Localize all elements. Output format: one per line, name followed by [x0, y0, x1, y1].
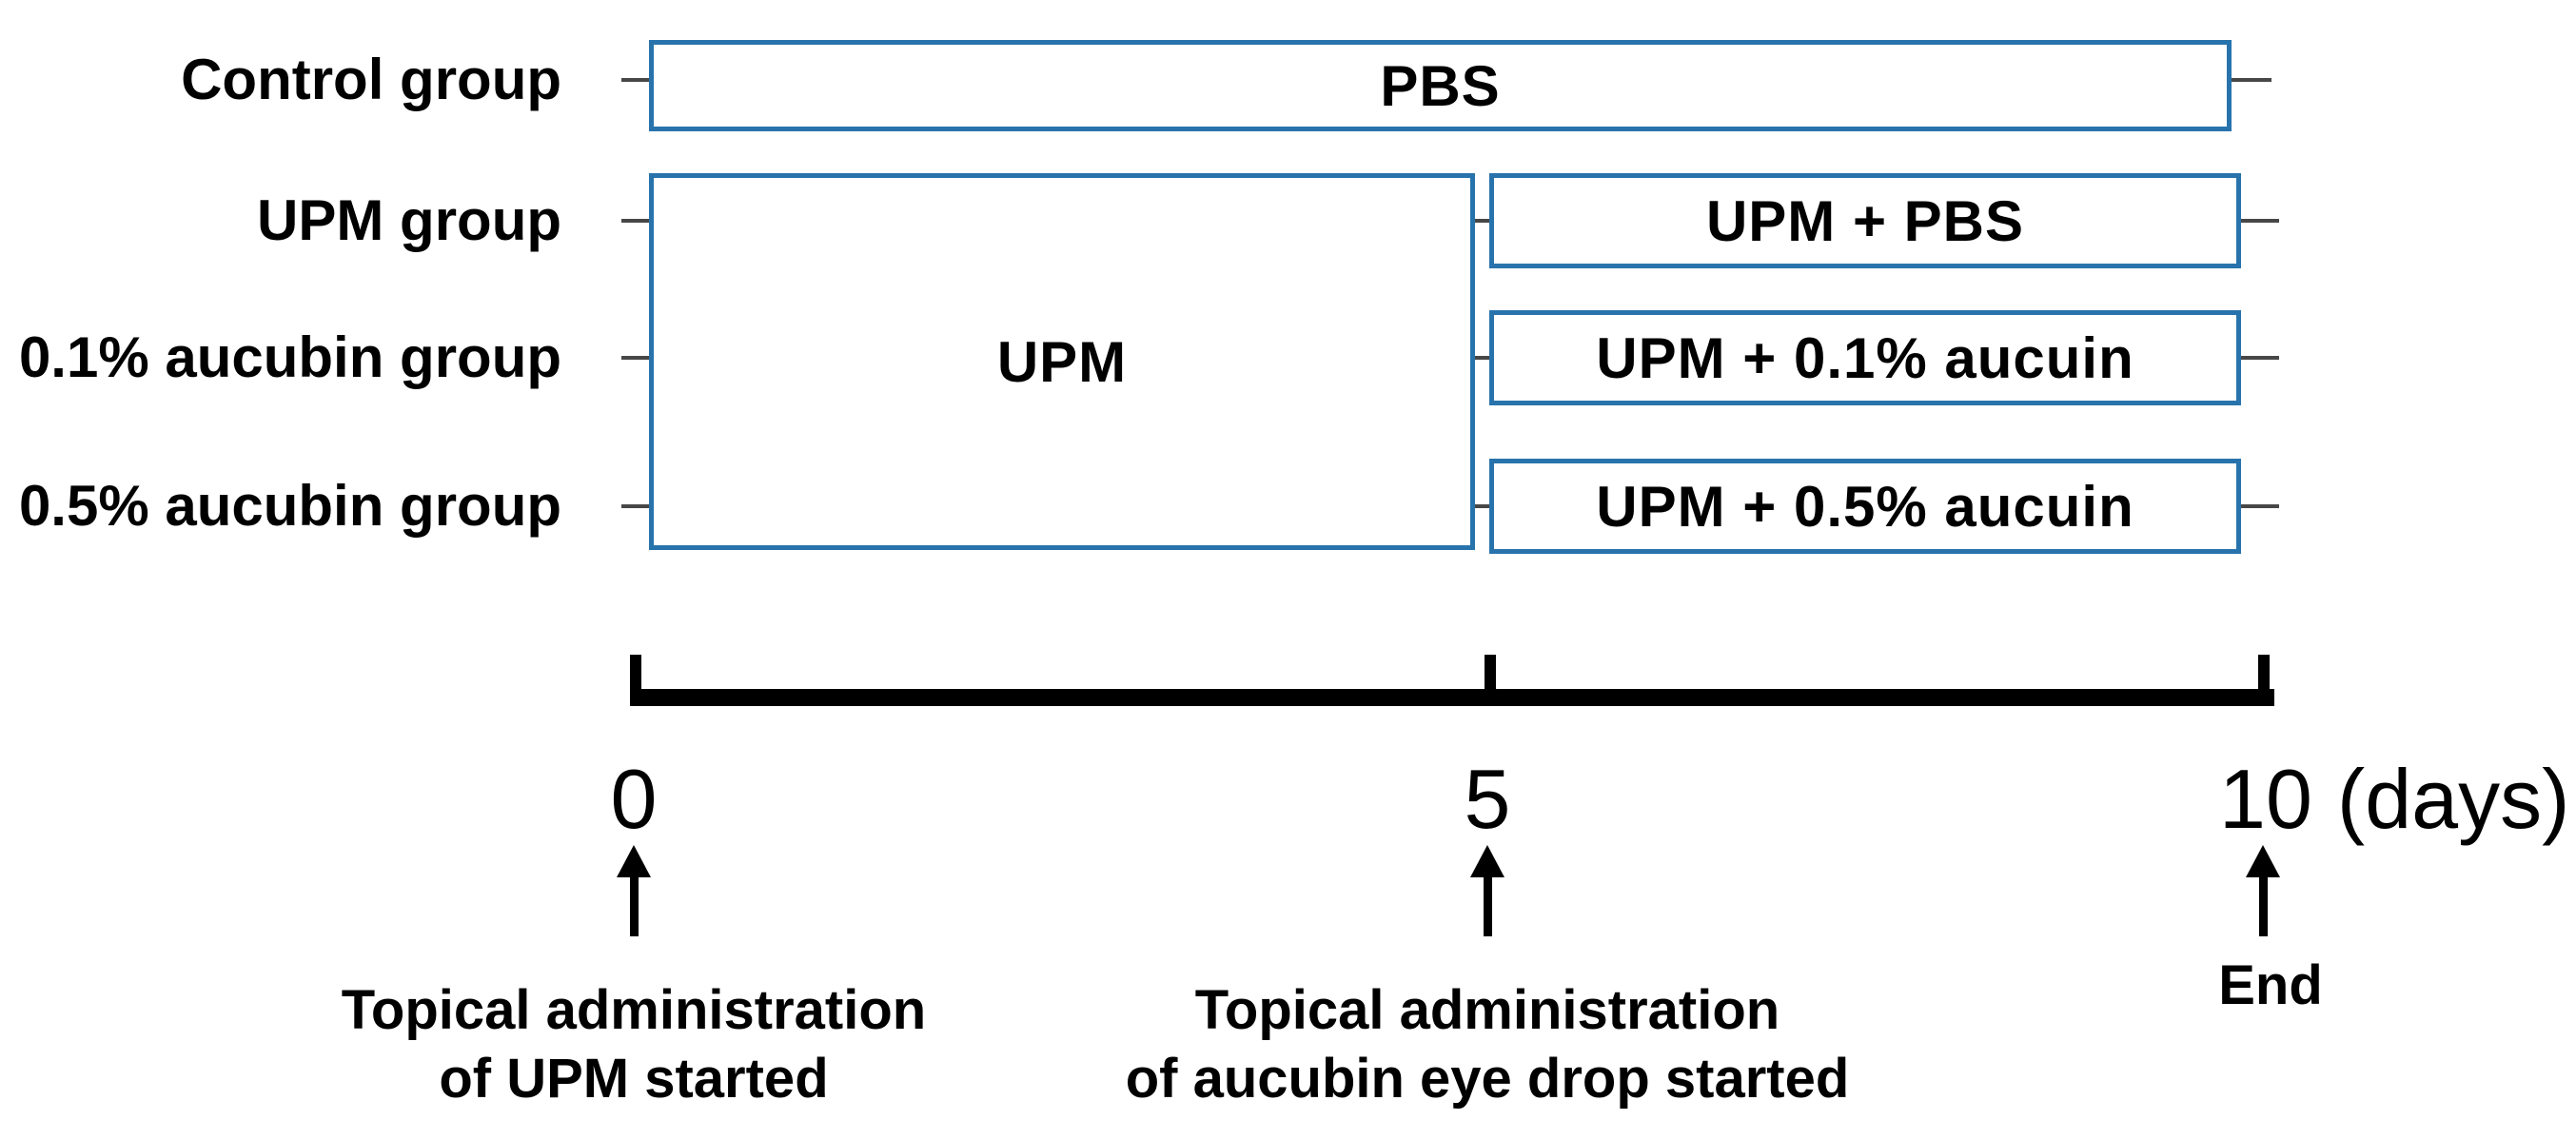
- arrow-head: [1470, 845, 1504, 877]
- timeline-label-10-number: 10: [2219, 752, 2312, 846]
- timeline-label-10: 10(days): [2219, 756, 2569, 843]
- row-tick-left-aucubin-01: [621, 356, 649, 360]
- arrow-head: [617, 845, 651, 877]
- timeline-tick-10: [2258, 655, 2270, 706]
- box-upm-pbs: UPM + PBS: [1489, 173, 2241, 268]
- annotation-day10-line1: End: [2218, 954, 2323, 1016]
- group-label-aucubin-01: 0.1% aucubin group: [18, 325, 561, 389]
- annotation-day0-line2: of UPM started: [439, 1048, 829, 1110]
- up-arrow-icon-day5: [1470, 845, 1504, 936]
- row-tick-mid-aucubin-01: [1473, 356, 1489, 360]
- arrow-head: [2246, 845, 2280, 877]
- row-tick-left-aucubin-05: [621, 504, 649, 508]
- box-upm-aucubin-05: UPM + 0.5% aucuin: [1489, 459, 2241, 554]
- row-tick-mid-upm: [1473, 219, 1489, 223]
- timeline-tick-0: [630, 655, 641, 706]
- box-upm-aucubin-01: UPM + 0.1% aucuin: [1489, 310, 2241, 405]
- annotation-day5-line1: Topical administration: [1194, 979, 1780, 1041]
- timeline-label-0: 0: [610, 752, 658, 846]
- annotation-day0-line1: Topical administration: [341, 979, 927, 1041]
- row-tick-right-aucubin-05: [2241, 504, 2279, 508]
- annotation-day10-end: End: [2218, 952, 2323, 1020]
- annotation-day0: Topical administration of UPM started: [342, 976, 926, 1113]
- row-tick-right-control: [2232, 78, 2271, 82]
- arrow-shaft: [629, 877, 639, 936]
- arrow-shaft: [2258, 877, 2268, 936]
- box-pbs: PBS: [649, 40, 2232, 131]
- annotation-day5: Topical administration of aucubin eye dr…: [1126, 976, 1850, 1113]
- row-tick-mid-aucubin-05: [1473, 504, 1489, 508]
- timeline-bar: [630, 689, 2274, 706]
- box-upm-pbs-label: UPM + PBS: [1705, 188, 2025, 253]
- timeline-tick-5: [1485, 655, 1496, 706]
- box-upm-label: UPM: [996, 329, 1128, 394]
- group-label-control: Control group: [181, 48, 561, 111]
- group-label-aucubin-05: 0.5% aucubin group: [18, 474, 561, 538]
- arrow-shaft: [1483, 877, 1492, 936]
- timeline-unit-label: (days): [2336, 752, 2570, 846]
- box-upm: UPM: [649, 173, 1475, 550]
- box-upm-aucubin-05-label: UPM + 0.5% aucuin: [1596, 474, 2134, 539]
- annotation-day5-line2: of aucubin eye drop started: [1125, 1048, 1850, 1110]
- up-arrow-icon-day0: [617, 845, 651, 936]
- group-label-upm: UPM group: [257, 188, 561, 252]
- row-tick-left-upm: [621, 219, 649, 223]
- row-tick-left-control: [621, 78, 649, 82]
- up-arrow-icon-day10: [2246, 845, 2280, 936]
- row-tick-right-aucubin-01: [2241, 356, 2279, 360]
- box-pbs-label: PBS: [1380, 53, 1501, 118]
- row-tick-right-upm: [2241, 219, 2279, 223]
- timeline-label-5: 5: [1464, 752, 1511, 846]
- box-upm-aucubin-01-label: UPM + 0.1% aucuin: [1596, 325, 2134, 390]
